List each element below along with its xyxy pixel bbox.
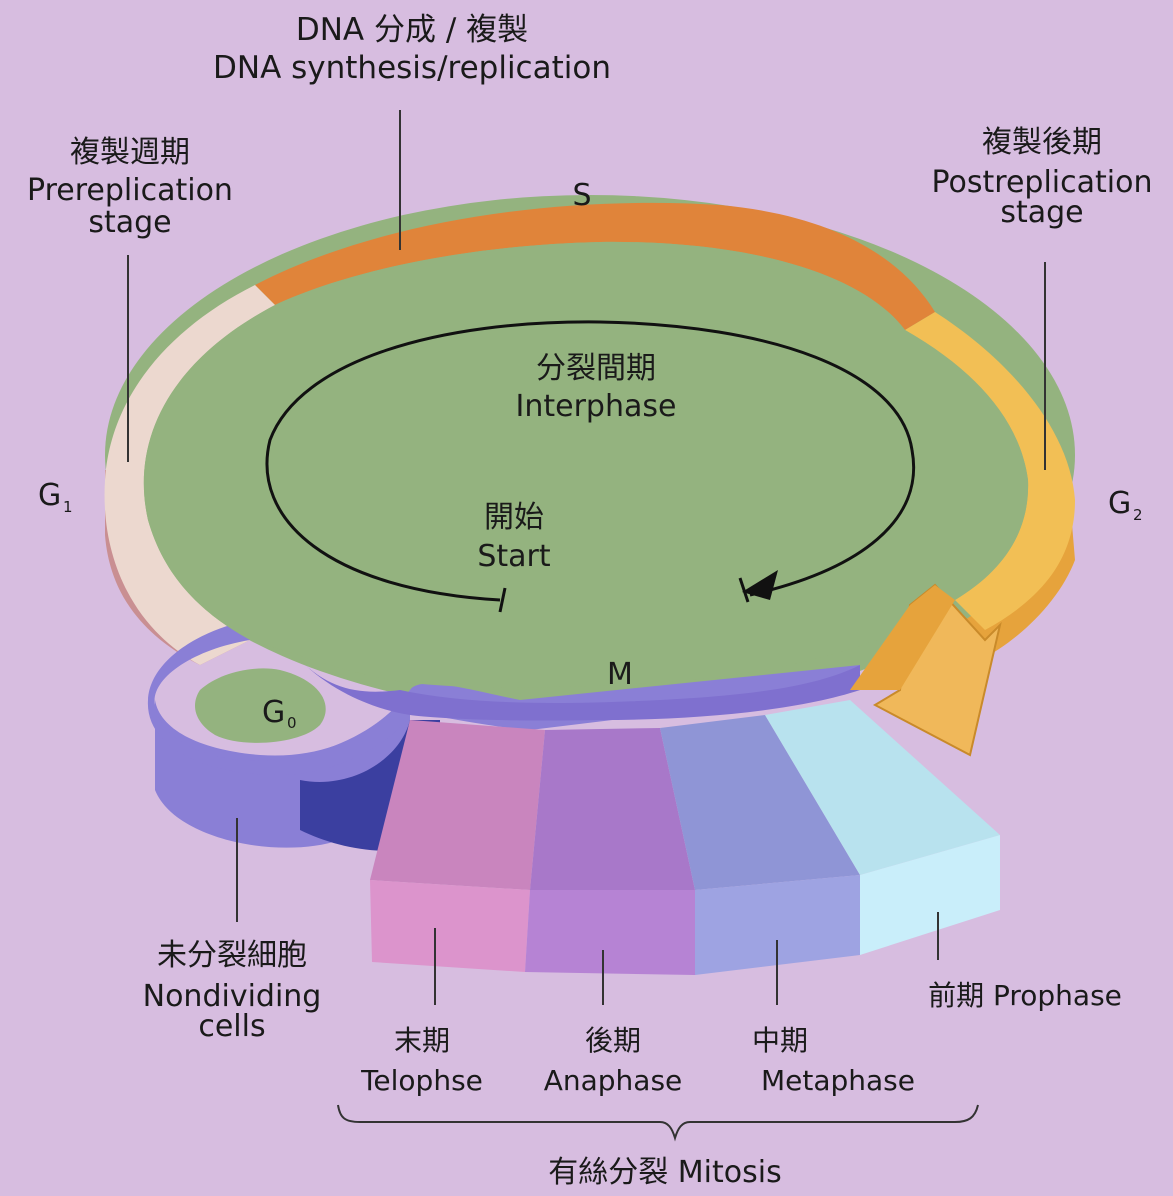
interphase-label-en: Interphase — [516, 389, 677, 424]
g1-label: G — [38, 478, 61, 513]
g2-label: G — [1108, 486, 1131, 521]
mitosis-label: 有絲分裂 Mitosis — [548, 1155, 781, 1190]
prophase-label: 前期 Prophase — [928, 979, 1122, 1012]
telophase-face — [370, 880, 530, 972]
dna-synthesis-label-zh: DNA 分成 / 複製 — [296, 12, 528, 48]
s-phase-label: S — [572, 178, 591, 213]
anaphase-label-zh: 後期 — [585, 1024, 641, 1057]
mitosis-wedge — [370, 700, 1000, 975]
postreplication-label-zh: 複製後期 — [982, 125, 1102, 160]
m-phase-label: M — [607, 657, 633, 692]
metaphase-label-zh: 中期 — [752, 1024, 808, 1057]
g1-subscript: 1 — [63, 498, 73, 516]
telophase-label-en: Telophse — [360, 1064, 483, 1097]
anaphase-label-en: Anaphase — [544, 1064, 683, 1097]
postreplication-stage-label: stage — [1000, 195, 1083, 230]
dna-synthesis-label-en: DNA synthesis/replication — [213, 50, 611, 86]
anaphase-face — [525, 890, 695, 975]
nondividing-label-zh: 未分裂細胞 — [157, 938, 307, 973]
telophase-label-zh: 末期 — [394, 1024, 450, 1057]
g0-label: G — [262, 695, 285, 730]
g0-subscript: 0 — [287, 714, 297, 732]
prereplication-label-en: Prereplication — [27, 173, 233, 208]
prereplication-stage-label: stage — [88, 205, 171, 240]
g2-subscript: 2 — [1133, 506, 1143, 524]
start-label-zh: 開始 — [484, 500, 544, 535]
nondividing-cells-label: cells — [198, 1009, 265, 1044]
prereplication-label-zh: 複製週期 — [70, 135, 190, 170]
metaphase-label-en: Metaphase — [761, 1064, 915, 1097]
interphase-label-zh: 分裂間期 — [536, 351, 656, 386]
start-label-en: Start — [477, 539, 551, 574]
